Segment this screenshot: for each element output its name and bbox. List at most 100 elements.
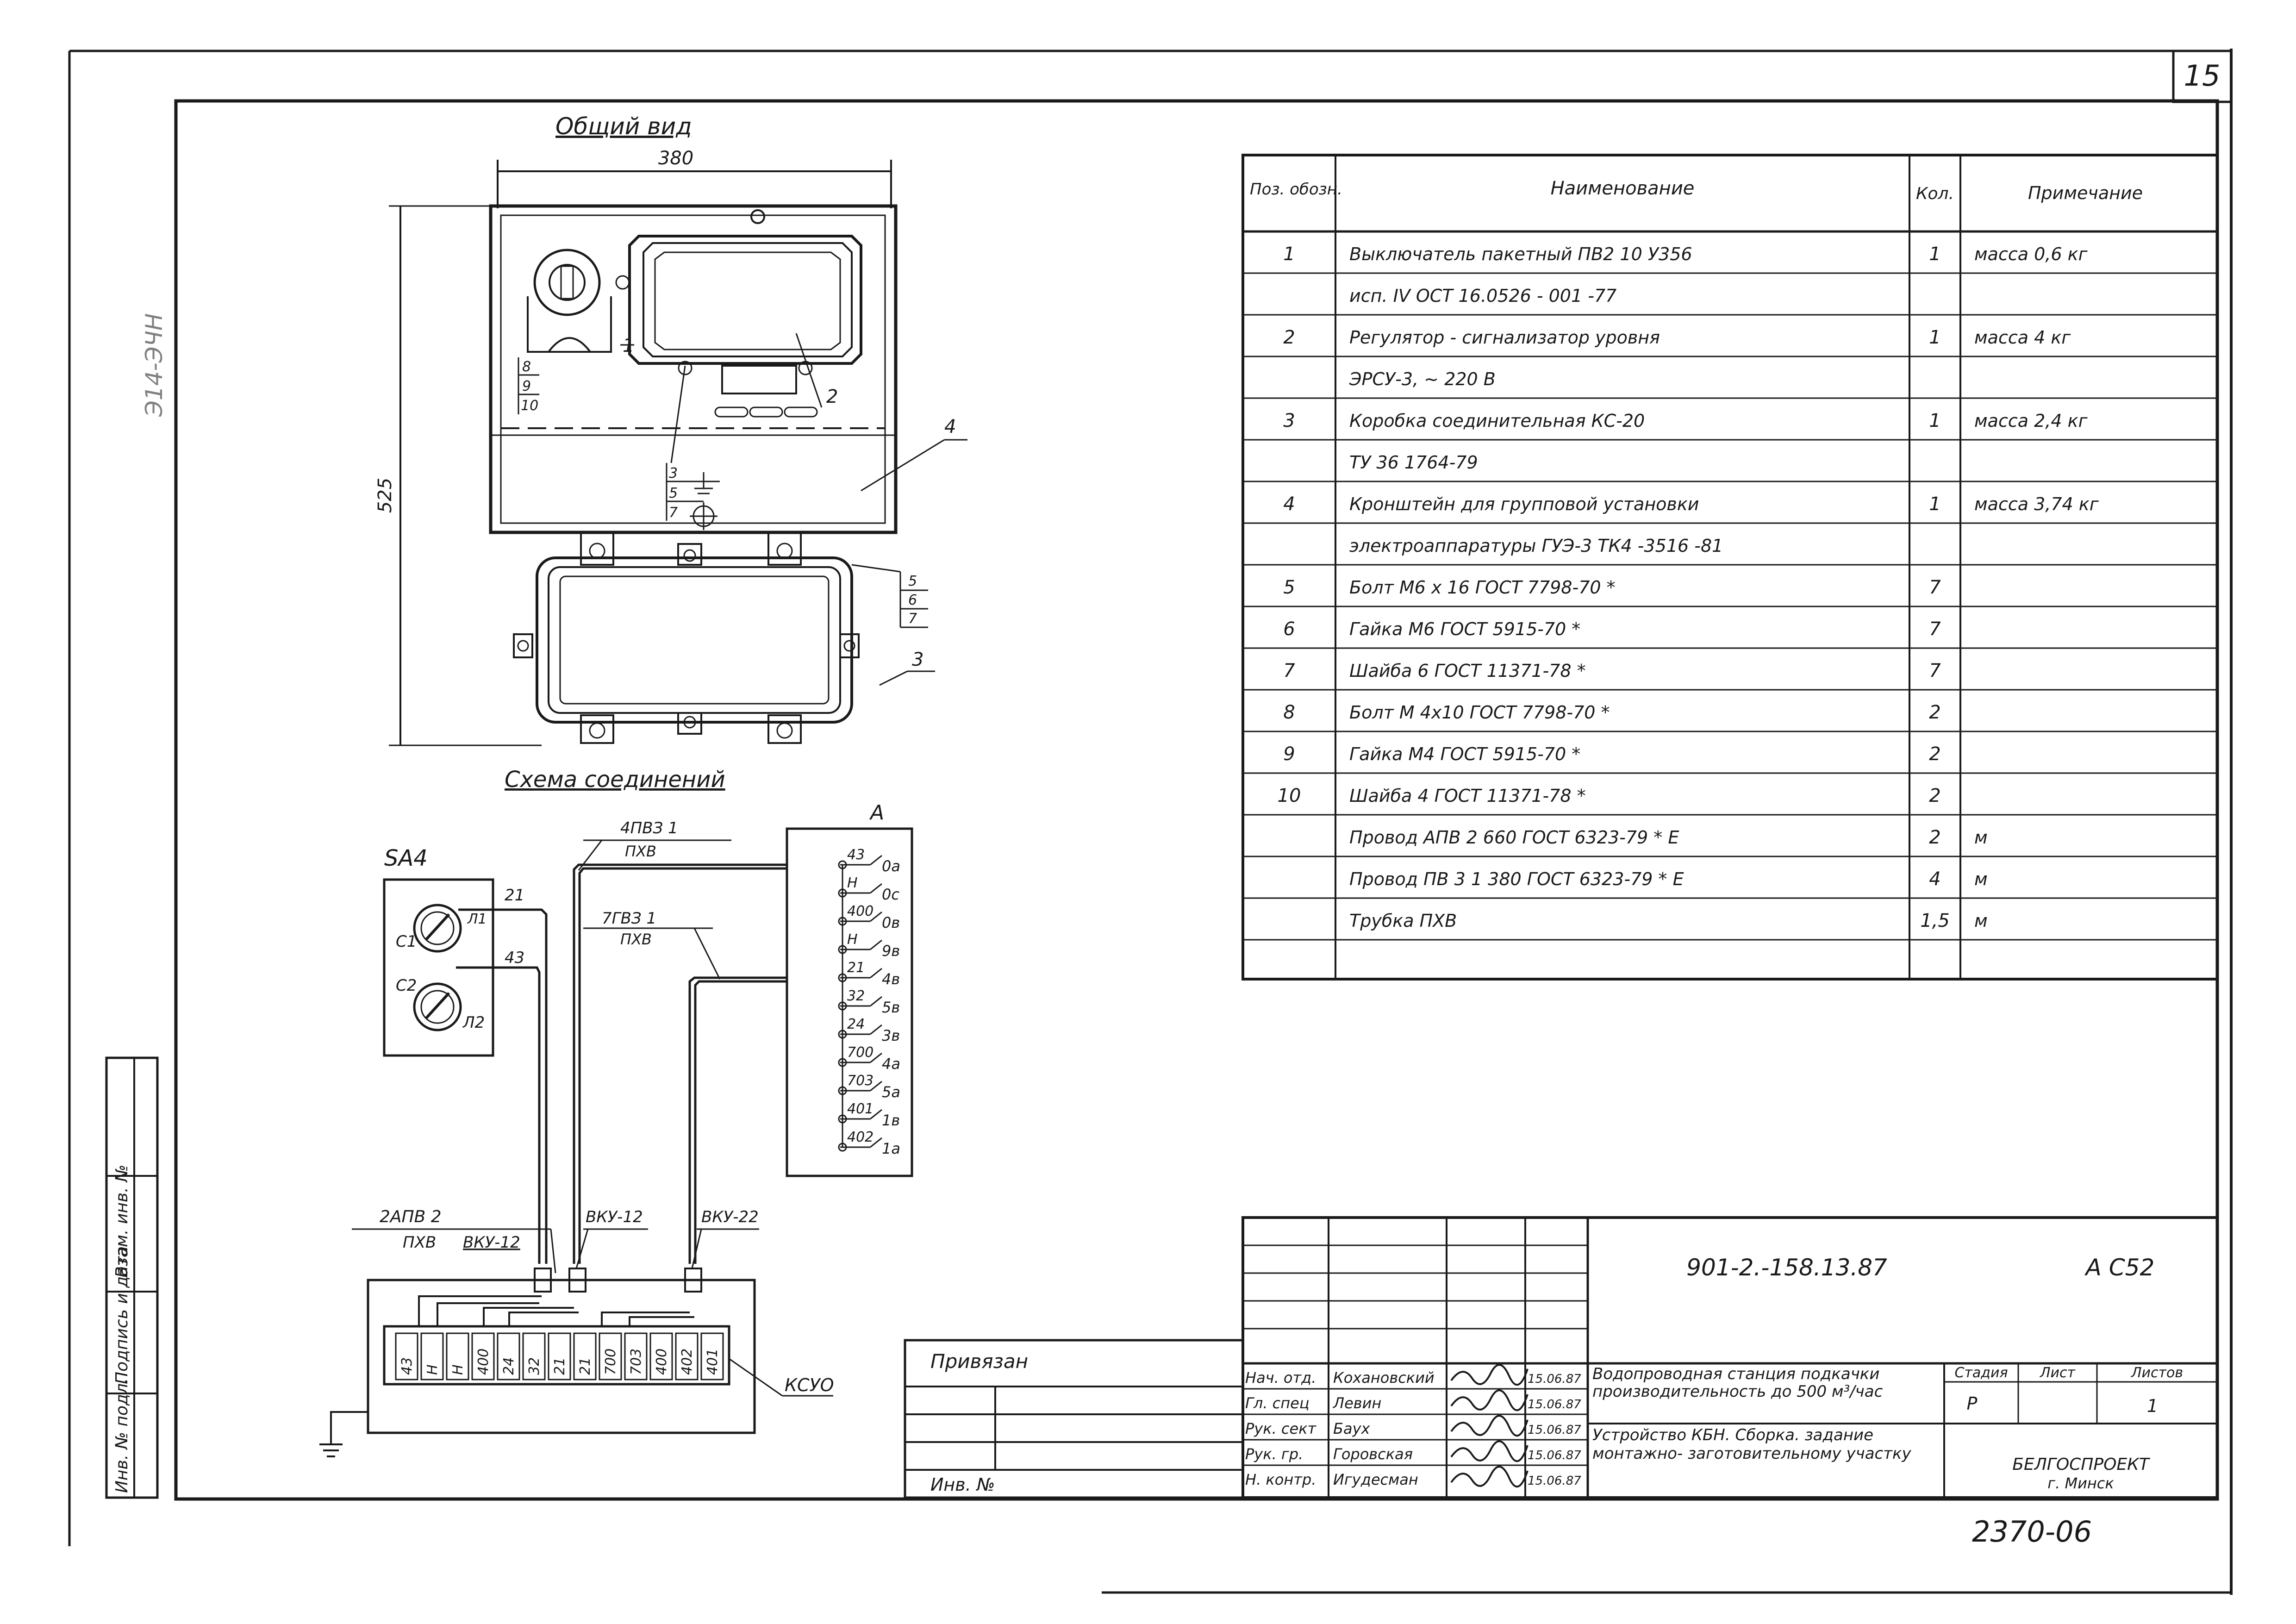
spec-cell: Болт М 4х10 ГОСТ 7798-70 * xyxy=(1349,702,1610,723)
personnel-role: Рук. гр. xyxy=(1245,1445,1303,1463)
ksuo-box xyxy=(367,1279,756,1434)
spec-cell: Кронштейн для групповой установки xyxy=(1349,494,1699,514)
block-a-wire: 700 xyxy=(847,1044,873,1061)
block-a-wire: 43 xyxy=(847,847,865,863)
spec-cell: 1 xyxy=(1283,244,1295,265)
ksuo-terminal-number: 32 xyxy=(526,1357,543,1375)
spec-cell: 1 xyxy=(1929,327,1940,348)
sa4-wire: 21 xyxy=(505,886,524,905)
spec-cell: исп. IV ОСТ 16.0526 - 001 -77 xyxy=(1349,286,1616,306)
terminal-label: 7 xyxy=(669,505,678,521)
sheets-value: 1 xyxy=(2147,1396,2158,1416)
ksuo-terminal-number: 402 xyxy=(679,1349,695,1375)
spec-cell: Шайба 4 ГОСТ 11371-78 * xyxy=(1349,786,1586,806)
stage-value: Р xyxy=(1967,1393,1978,1414)
cable2-type: 7ГВЗ 1 xyxy=(602,909,656,928)
callout-4: 4 xyxy=(944,416,956,437)
spec-cell: Гайка М6 ГОСТ 5915-70 * xyxy=(1349,619,1580,639)
block-a-wire: Н xyxy=(847,931,858,948)
spec-cell: 1 xyxy=(1929,244,1940,265)
signature-icon xyxy=(1450,1466,1529,1488)
spec-cell: Трубка ПХВ xyxy=(1349,911,1457,931)
block-a-wire: 703 xyxy=(847,1073,873,1089)
terminal-label: 3 xyxy=(669,465,678,481)
cable3-sheath: ПХВ xyxy=(403,1233,436,1252)
level-regulator xyxy=(628,235,862,418)
spec-cell: 10 xyxy=(1278,785,1301,806)
ksuo-terminal-number: Н xyxy=(450,1364,466,1375)
spec-cell: 3 xyxy=(1283,410,1295,431)
signature-icon xyxy=(1450,1440,1529,1462)
personnel-name: Левин xyxy=(1333,1394,1381,1412)
terminal-block-a xyxy=(786,827,913,1177)
cable2-sheath: ПХВ xyxy=(620,931,652,948)
block-a-term: 5а xyxy=(882,1083,900,1101)
callout-2: 2 xyxy=(826,386,838,407)
spec-cell: 1 xyxy=(1929,493,1940,515)
personnel-name: Баух xyxy=(1333,1420,1371,1437)
block-a-wire: 400 xyxy=(847,903,873,919)
stage-header: Стадия xyxy=(1954,1365,2008,1381)
spec-header-name: Наименование xyxy=(1551,178,1695,199)
block-a-term: 0в xyxy=(882,914,900,931)
terminal-label: 6 xyxy=(908,592,917,608)
spec-cell: 7 xyxy=(1283,660,1295,681)
cable1-sheath: ПХВ xyxy=(625,843,656,860)
gland-label: ВКУ-12 xyxy=(586,1208,643,1226)
spec-cell: 7 xyxy=(1929,577,1941,598)
personnel-role: Гл. спец xyxy=(1245,1394,1310,1412)
block-a-rows: 430аН0с4000вН9в214в325в243в7004а7035а401… xyxy=(838,847,900,1157)
spec-cell: масса 2,4 кг xyxy=(1974,411,2088,431)
ksuo-terminal-number: Н xyxy=(424,1364,441,1375)
spec-cell: Провод ПВ 3 1 380 ГОСТ 6323-79 * Е xyxy=(1349,869,1684,889)
spec-header-pos: Поз. обозн. xyxy=(1250,180,1342,199)
spec-cell: 8 xyxy=(1283,702,1295,723)
city: г. Минск xyxy=(2047,1474,2114,1492)
spec-cell: 5 xyxy=(1283,577,1295,598)
block-a-term: 1в xyxy=(882,1112,900,1129)
switch-c2-icon xyxy=(413,982,462,1031)
sheet-number: 15 xyxy=(2184,59,2221,93)
sa4-wire: 43 xyxy=(505,949,524,967)
project-title: Водопроводная станция подкачки производи… xyxy=(1592,1365,1883,1401)
stamp-inv-replaced: Взам. инв. № xyxy=(112,1165,131,1278)
block-a-wire: 402 xyxy=(847,1129,873,1145)
organization: БЕЛГОСПРОЕКТ xyxy=(2012,1455,2150,1474)
spec-cell: м xyxy=(1974,869,1988,889)
gland-label: ВКУ-22 xyxy=(701,1208,759,1226)
contact-c1: C1 xyxy=(396,932,417,951)
side-stamp: Инв. № подл. Подпись и дата Взам. инв. № xyxy=(105,1056,159,1499)
block-a-term: 9в xyxy=(882,942,900,960)
ground-terminals: 3 5 7 xyxy=(666,463,720,530)
terminal-label: 5 xyxy=(908,573,917,589)
spec-cell: ЭРСУ-3, ~ 220 В xyxy=(1349,369,1496,389)
bracket-panel xyxy=(489,204,898,534)
spec-cell: 1 xyxy=(1929,410,1940,431)
ksuo-terminal-number: 400 xyxy=(654,1349,670,1375)
general-view-title: Общий вид xyxy=(555,113,692,140)
cable1-type: 4ПВЗ 1 xyxy=(620,819,678,837)
terminal-label: 8 xyxy=(522,359,531,375)
packet-switch xyxy=(527,249,630,353)
title-block: 901-2.-158.13.87 А С52 Водопроводная ста… xyxy=(1242,1216,2219,1499)
width-dimension: 380 xyxy=(658,148,693,169)
spec-cell: 2 xyxy=(1283,327,1295,348)
terminal-label: 10 xyxy=(521,398,538,414)
spec-cell: м xyxy=(1974,827,1988,848)
document-code: 901-2.-158.13.87 xyxy=(1686,1254,1887,1281)
personnel-role: Нач. отд. xyxy=(1245,1369,1316,1387)
personnel-role: Рук. сект xyxy=(1245,1420,1317,1437)
binding-inv: Инв. № xyxy=(930,1474,995,1495)
spec-cell: Провод АПВ 2 660 ГОСТ 6323-79 * Е xyxy=(1349,827,1679,848)
ksuo-terminal-number: 703 xyxy=(628,1349,644,1375)
block-a-term: 0с xyxy=(882,886,899,903)
personnel-date: 15.06.87 xyxy=(1528,1474,1581,1488)
spec-cell: м xyxy=(1974,911,1988,931)
block-a-wire: 21 xyxy=(847,960,865,976)
spec-cell: ТУ 36 1764-79 xyxy=(1349,452,1478,473)
personnel-date: 15.06.87 xyxy=(1528,1398,1581,1412)
ksuo-terminal-number: 21 xyxy=(577,1357,593,1375)
switch-terminals: 8 9 10 xyxy=(518,357,539,414)
